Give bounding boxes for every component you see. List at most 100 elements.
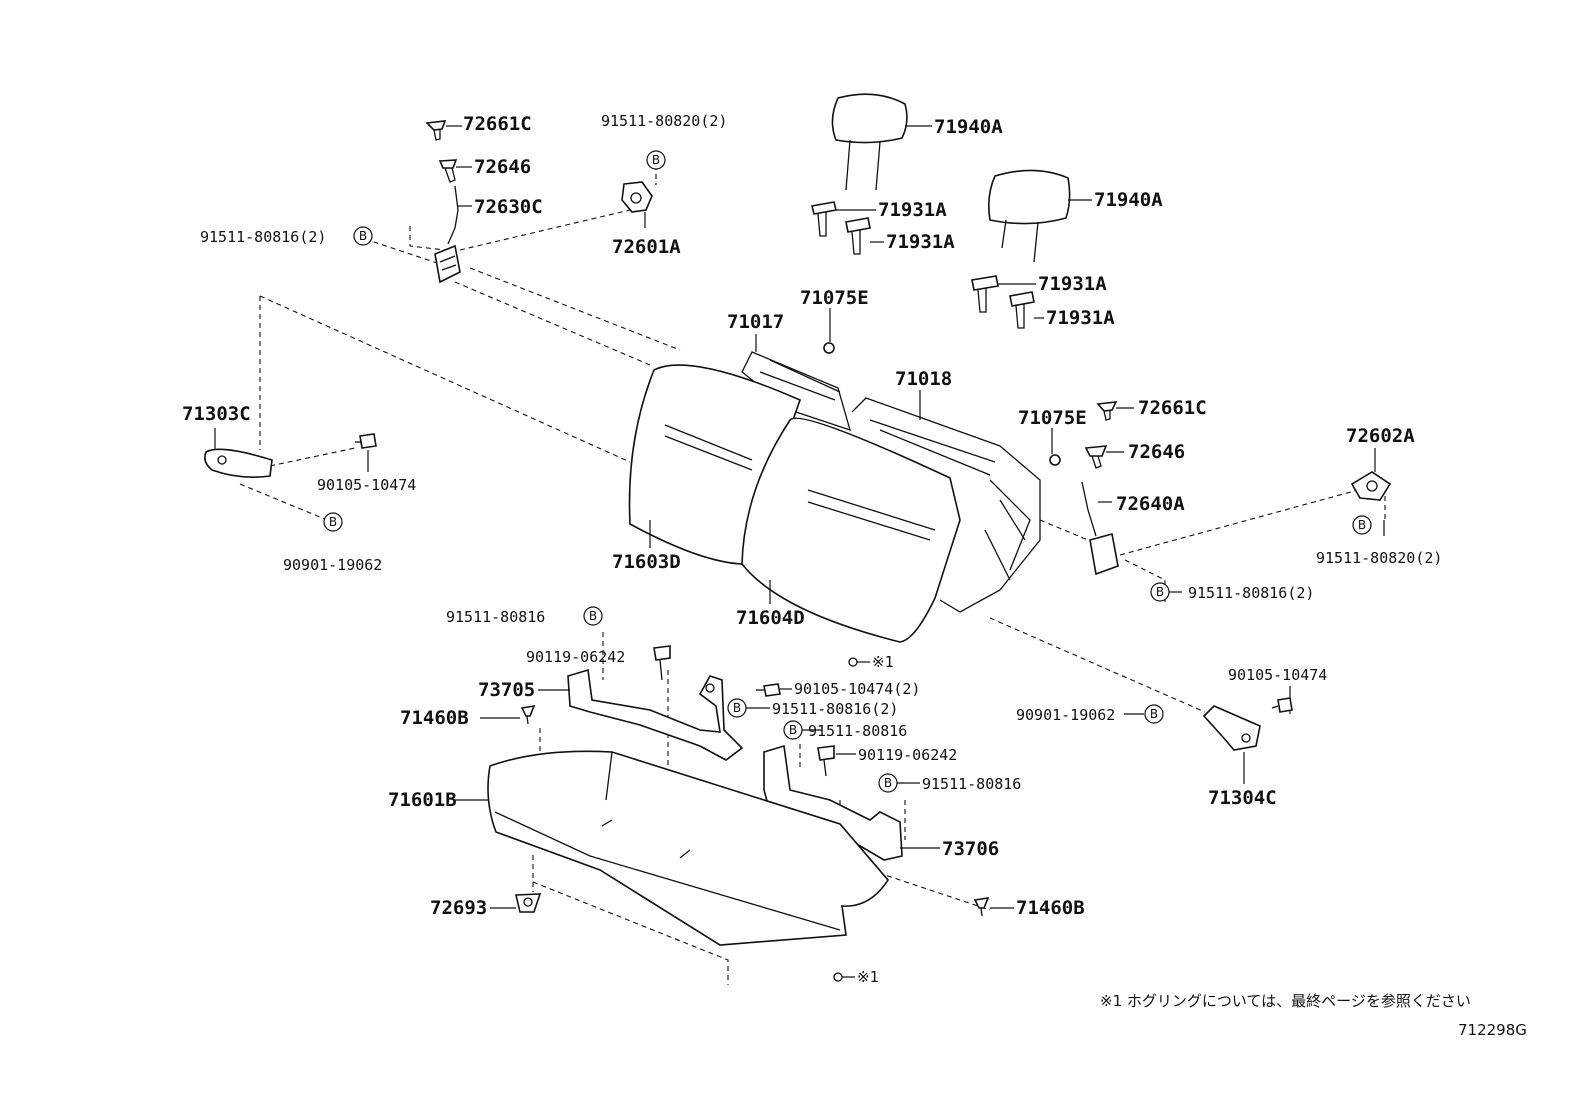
label-71940A-right: 71940A (1094, 189, 1163, 211)
b-marker-6: B (583, 606, 603, 626)
knob-72646-right (1084, 445, 1108, 469)
clip-72602A (1350, 471, 1392, 501)
label-72602A: 72602A (1346, 425, 1415, 447)
b-marker-1: B (353, 226, 373, 246)
label-73705: 73705 (478, 679, 535, 701)
bolt-90105-10474-left (355, 433, 377, 449)
label-71931A-d: 71931A (1046, 307, 1115, 329)
svg-text:B: B (733, 701, 741, 715)
label-91511-80816-a: 91511-80816 (446, 608, 545, 626)
svg-text:B: B (789, 723, 797, 737)
label-90901-19062-left: 90901-19062 (283, 556, 382, 574)
bolt-90119-06242-a (653, 645, 671, 681)
label-71075E-top: 71075E (800, 287, 869, 309)
bracket-73705 (567, 668, 744, 761)
hog-ring-72693 (514, 893, 542, 913)
hog-ring-symbol-a (848, 657, 870, 667)
label-72646-left: 72646 (474, 156, 531, 178)
label-71603D: 71603D (612, 551, 681, 573)
label-72630C: 72630C (474, 196, 543, 218)
b-marker-10: B (1144, 704, 1164, 724)
label-90105-10474-2: 90105-10474(2) (794, 680, 920, 698)
part-labels: 72661C 72646 72630C 91511-80816(2) 91511… (182, 112, 1442, 986)
b-markers: B B B B B B B B B B (323, 150, 1372, 793)
label-73706: 73706 (942, 838, 999, 860)
b-marker-2: B (646, 150, 666, 170)
label-71018: 71018 (895, 368, 952, 390)
label-90119-06242-b: 90119-06242 (858, 746, 957, 764)
label-71304C: 71304C (1208, 787, 1277, 809)
label-91511-80816-2-right: 91511-80816(2) (1188, 584, 1314, 602)
cable-72640A (1081, 481, 1119, 576)
label-91511-80820-2-top: 91511-80820(2) (601, 112, 727, 130)
label-71931A-b: 71931A (886, 231, 955, 253)
label-ref1-a: ※1 (872, 653, 894, 671)
seat-cushion-71601B (487, 750, 889, 946)
label-ref1-b: ※1 (857, 968, 879, 986)
svg-text:B: B (884, 776, 892, 790)
bolt-90119-06242-b (817, 745, 835, 777)
guide-71931A-d (1009, 291, 1035, 329)
clip-71075E-right (1049, 454, 1061, 466)
b-marker-4: B (1352, 515, 1372, 535)
label-91511-80820-2-right: 91511-80820(2) (1316, 549, 1442, 567)
guide-71931A-b (845, 217, 871, 255)
b-marker-5: B (1150, 582, 1170, 602)
lock-72630C (434, 244, 461, 284)
bolt-90105-10474-2 (756, 683, 781, 697)
knob-72646-left (438, 159, 458, 183)
clip-72601A (621, 181, 653, 213)
part-drawings (204, 93, 1392, 982)
footnote: ※1 ホグリングについては、最終ページを参照ください (1100, 992, 1471, 1010)
label-72661C-left: 72661C (463, 113, 532, 135)
label-71075E-right: 71075E (1018, 407, 1087, 429)
svg-text:B: B (652, 153, 660, 167)
label-91511-80816-b: 91511-80816 (808, 722, 907, 740)
label-91511-80816-2-left: 91511-80816(2) (200, 228, 326, 246)
label-71601B: 71601B (388, 789, 457, 811)
guide-71931A-a (811, 201, 837, 237)
svg-text:B: B (1358, 518, 1366, 532)
label-71931A-a: 71931A (878, 199, 947, 221)
svg-text:B: B (1156, 585, 1164, 599)
hog-ring-symbol-b (833, 972, 855, 982)
svg-text:B: B (589, 609, 597, 623)
seatback-71604D (741, 417, 961, 643)
label-71931A-c: 71931A (1038, 273, 1107, 295)
svg-text:B: B (1150, 707, 1158, 721)
svg-text:B: B (329, 515, 337, 529)
label-91511-80816-2-mid: 91511-80816(2) (772, 700, 898, 718)
clip-72661C-right (1096, 401, 1118, 421)
cable-72630C (447, 185, 459, 245)
hinge-71304C (1202, 705, 1261, 751)
label-90901-19062-right: 90901-19062 (1016, 706, 1115, 724)
bolt-90105-10474-right (1271, 697, 1293, 713)
clip-72661C-left (425, 120, 447, 141)
b-marker-9: B (878, 773, 898, 793)
label-91511-80816-c: 91511-80816 (922, 775, 1021, 793)
label-72646-right: 72646 (1128, 441, 1185, 463)
clip-71460B-b (973, 896, 990, 917)
b-marker-8: B (783, 720, 803, 740)
label-90105-10474-right: 90105-10474 (1228, 666, 1327, 684)
hinge-71303C (204, 448, 273, 478)
label-71460B-b: 71460B (1016, 897, 1085, 919)
dashed-assembly-lines (239, 165, 1386, 985)
b-marker-7: B (727, 698, 747, 718)
label-71017: 71017 (727, 311, 784, 333)
label-72661C-right: 72661C (1138, 397, 1207, 419)
leader-lines (214, 125, 1385, 909)
frame-71018 (851, 397, 1041, 613)
headrest-71940A-left (831, 93, 908, 191)
diagram-code: 712298G (1458, 1021, 1527, 1039)
label-71303C: 71303C (182, 403, 251, 425)
svg-text:B: B (359, 229, 367, 243)
label-90105-10474-left: 90105-10474 (317, 476, 416, 494)
label-90119-06242-a: 90119-06242 (526, 648, 625, 666)
clip-71075E-top (823, 342, 835, 354)
clip-71460B-a (520, 704, 536, 725)
label-72640A: 72640A (1116, 493, 1185, 515)
guide-71931A-c (971, 275, 999, 313)
headrest-71940A-right (988, 169, 1071, 263)
